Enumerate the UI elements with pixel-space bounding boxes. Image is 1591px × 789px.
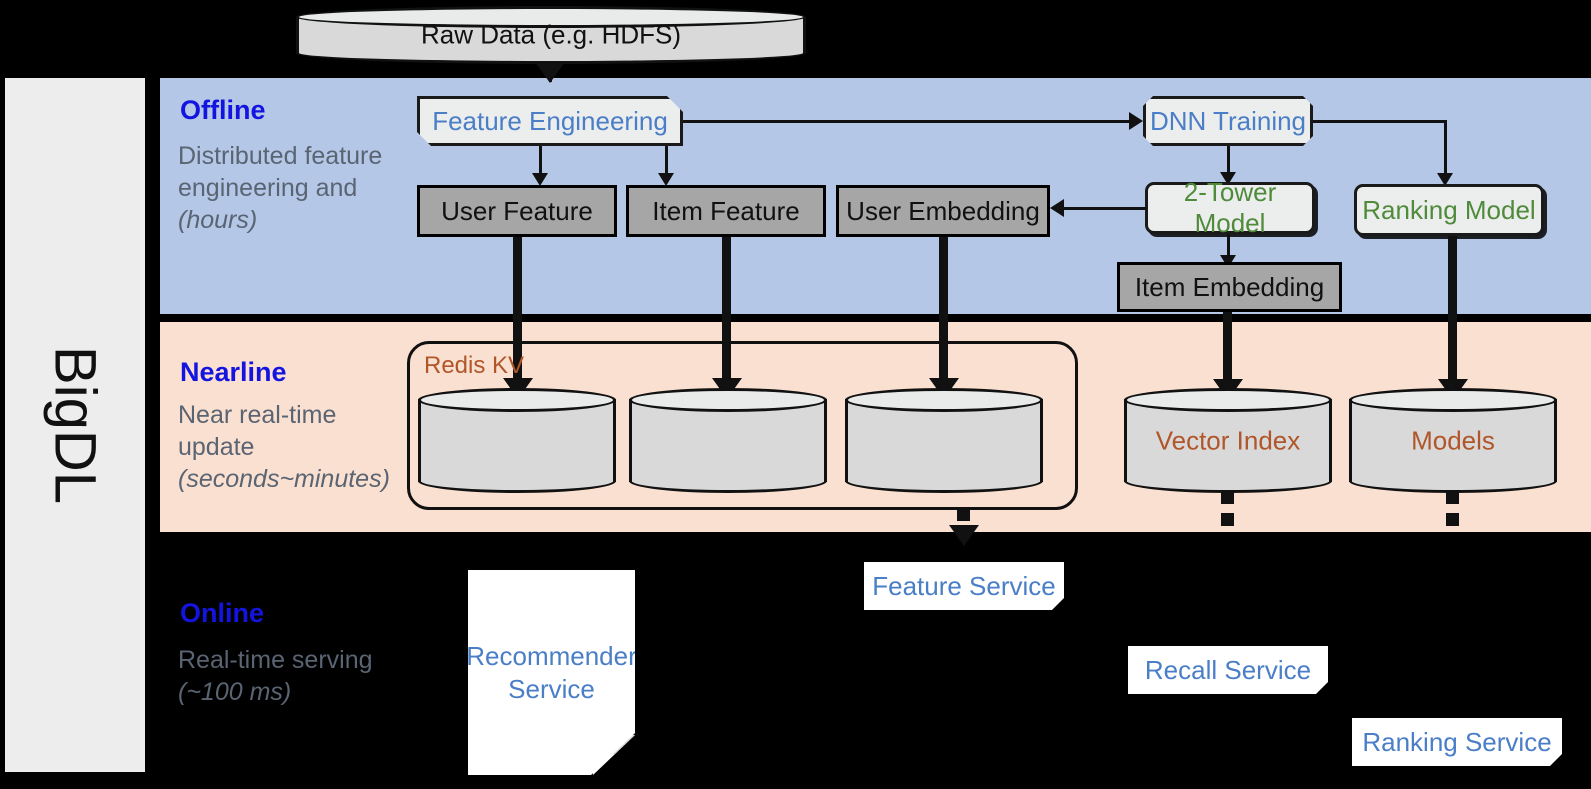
recall-service-label: Recall Service (1144, 654, 1312, 685)
models-store[interactable]: Models (1349, 388, 1557, 493)
offline-subtitle-em: (hours) (178, 206, 258, 234)
redis-cylinder-1-top (418, 388, 616, 412)
redis-cylinder-1[interactable] (418, 388, 616, 493)
redis-cylinder-2-top (629, 388, 827, 412)
pipe-itemembedding-vectorindex (1223, 312, 1232, 398)
bigdl-sidebar: BigDL (5, 78, 145, 772)
connector-twotower-userembedding (1062, 207, 1146, 210)
item-feature-box[interactable]: Item Feature (626, 185, 826, 237)
arrowhead-dnn-ranking (1437, 173, 1453, 186)
connector-dnn-ranking-v (1444, 120, 1447, 178)
redis-cylinder-3-body (845, 399, 1043, 482)
models-cylinder-top (1349, 388, 1557, 412)
nearline-subtitle-em: (seconds~minutes) (178, 465, 390, 493)
redis-cylinder-2[interactable] (629, 388, 827, 493)
item-feature-label: Item Feature (652, 195, 800, 226)
feature-engineering-label: Feature Engineering (432, 105, 668, 136)
online-subtitle-em: (~100 ms) (178, 678, 292, 706)
models-label: Models (1411, 425, 1495, 455)
pipe-itemfeature-redis (722, 237, 731, 397)
connector-dnn-ranking-h (1313, 120, 1447, 123)
recall-service-box[interactable]: Recall Service (1128, 646, 1328, 694)
nearline-title: Nearline (180, 357, 287, 387)
raw-data-cylinder-top (296, 6, 806, 28)
two-tower-model-label: 2-Tower Model (1183, 177, 1277, 238)
ranking-model-box[interactable]: Ranking Model (1354, 184, 1544, 236)
arrowhead-fe-dnn (1129, 112, 1143, 130)
dash-models-rankingservice-2 (1446, 513, 1459, 526)
vector-index-store[interactable]: Vector Index (1124, 388, 1332, 493)
arrowhead-twotower-userembedding (1050, 199, 1064, 217)
redis-cylinder-3[interactable] (845, 388, 1043, 493)
feature-engineering-box[interactable]: Feature Engineering (417, 96, 683, 146)
recommender-service-label: Recommender Service (466, 641, 637, 704)
vector-index-label: Vector Index (1155, 425, 1301, 455)
offline-subtitle: Distributed feature engineering and (hou… (178, 140, 418, 236)
ranking-model-label: Ranking Model (1362, 194, 1536, 225)
user-embedding-label: User Embedding (846, 195, 1040, 226)
recommender-service-box[interactable]: Recommender Service (468, 570, 635, 775)
raw-data-store[interactable]: Raw Data (e.g. HDFS) (296, 6, 806, 64)
arrowhead-fe-itemfeature (658, 173, 674, 186)
feature-service-label: Feature Service (872, 570, 1056, 601)
pipe-userfeature-redis (513, 237, 522, 397)
item-embedding-box[interactable]: Item Embedding (1117, 262, 1342, 312)
redis-cylinder-3-top (845, 388, 1043, 412)
arrowhead-rawdata-fe (535, 62, 565, 83)
bigdl-label: BigDL (42, 346, 108, 504)
ranking-service-label: Ranking Service (1362, 726, 1552, 757)
vector-index-cylinder-top (1124, 388, 1332, 412)
offline-subtitle-text: Distributed feature engineering and (178, 142, 383, 202)
dnn-training-label: DNN Training (1149, 105, 1307, 136)
online-subtitle-text: Real-time serving (178, 646, 373, 674)
ranking-service-box[interactable]: Ranking Service (1352, 718, 1562, 766)
online-subtitle: Real-time serving (~100 ms) (178, 644, 378, 708)
connector-fe-userfeature (539, 146, 542, 178)
dash-models-rankingservice-1 (1446, 491, 1459, 504)
two-tower-model-box[interactable]: 2-Tower Model (1145, 177, 1315, 238)
feature-service-box[interactable]: Feature Service (864, 562, 1064, 610)
item-embedding-label: Item Embedding (1134, 271, 1325, 302)
arrowhead-dnn-twotower (1220, 172, 1236, 185)
dash-vectorindex-recallservice-1 (1221, 491, 1234, 504)
redis-kv-label: Redis KV (424, 352, 525, 379)
dash-vectorindex-recallservice-2 (1221, 513, 1234, 526)
arrowhead-fe-userfeature (532, 173, 548, 186)
online-title: Online (180, 598, 265, 628)
connector-fe-itemfeature (665, 146, 668, 178)
dnn-training-box[interactable]: DNN Training (1143, 96, 1313, 146)
redis-kv-group (407, 341, 1078, 510)
arrowhead-redis-featureservice (949, 525, 979, 546)
user-feature-box[interactable]: User Feature (417, 185, 617, 237)
redis-cylinder-1-body (418, 399, 616, 482)
pipe-userembedding-redis (939, 237, 948, 397)
redis-cylinder-2-body (629, 399, 827, 482)
dash-redis-featureservice-1 (957, 508, 970, 521)
offline-title: Offline (180, 95, 266, 125)
vector-index-cylinder-body (1124, 399, 1332, 482)
connector-twotower-itemembedding (1227, 234, 1230, 262)
models-cylinder-body (1349, 399, 1557, 482)
connector-fe-dnn (683, 120, 1129, 123)
raw-data-label: Raw Data (e.g. HDFS) (420, 19, 682, 50)
pipe-rankingmodel-models (1448, 236, 1457, 398)
user-embedding-box[interactable]: User Embedding (836, 185, 1050, 237)
nearline-subtitle: Near real-time update (seconds~minutes) (178, 399, 413, 495)
connector-dnn-twotower (1227, 146, 1230, 176)
user-feature-label: User Feature (441, 195, 593, 226)
nearline-subtitle-text: Near real-time update (178, 401, 337, 461)
